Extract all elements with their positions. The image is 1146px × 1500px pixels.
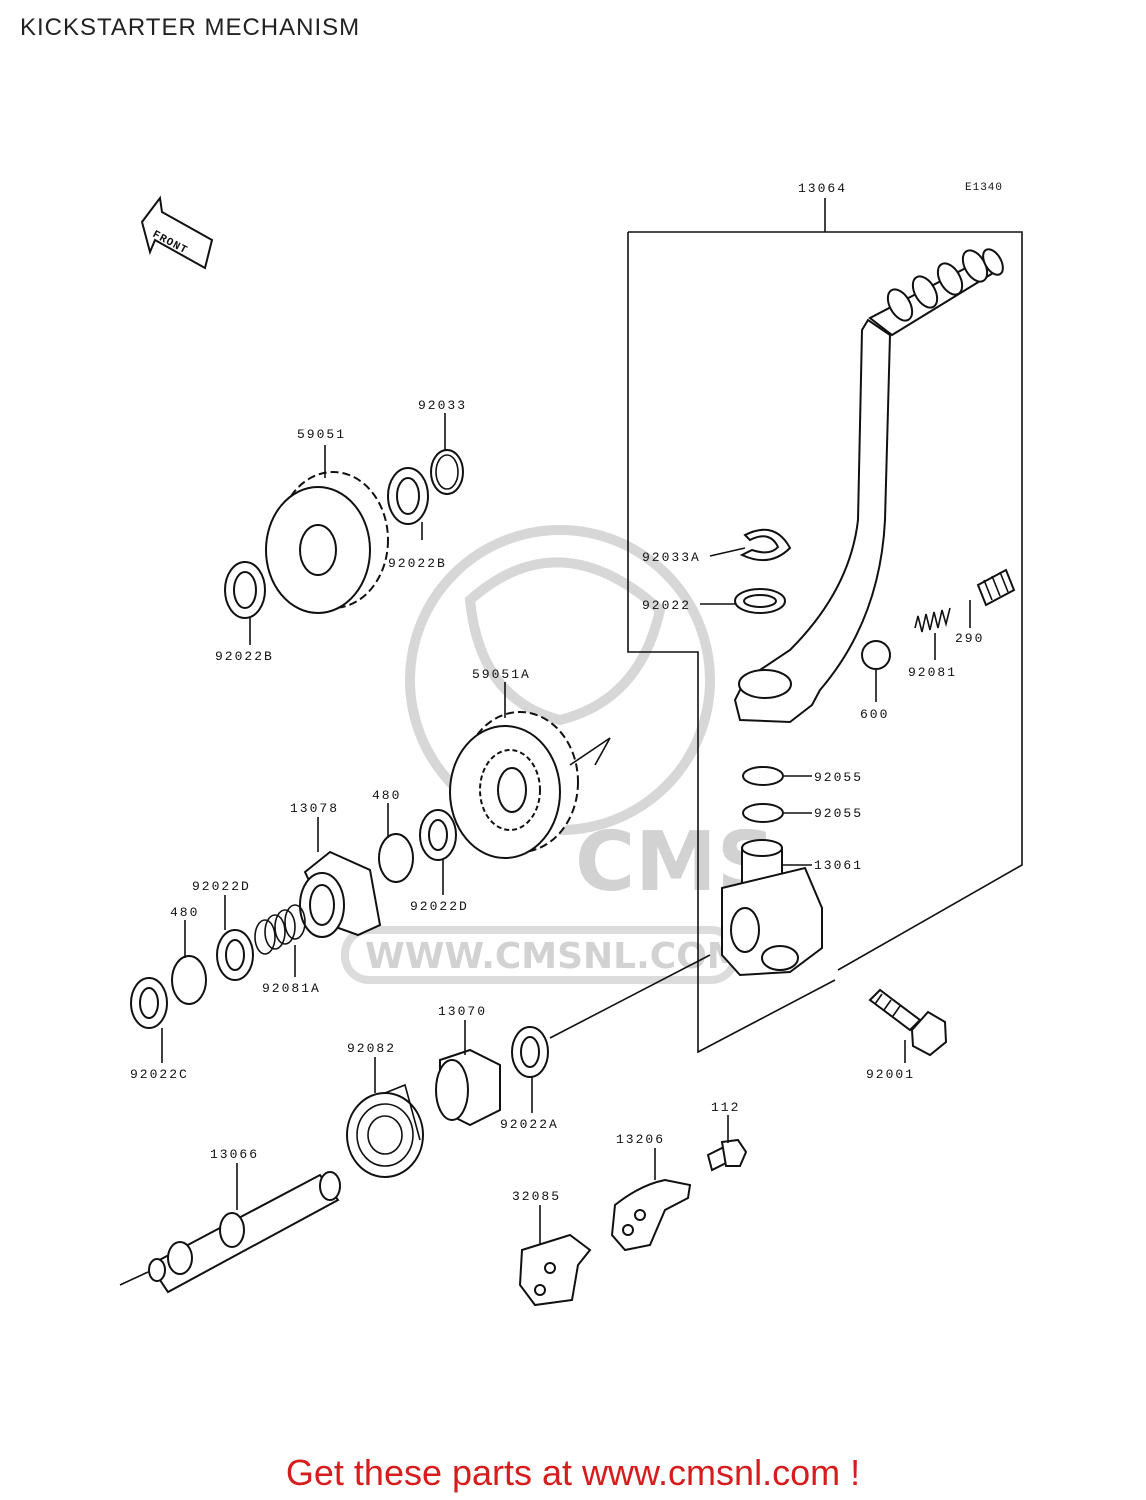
ratchet-13078: [299, 850, 382, 938]
gear-59051: [265, 471, 389, 614]
label-112: 112: [711, 1100, 740, 1115]
label-92033: 92033: [418, 398, 467, 413]
front-arrow-icon: FRONT: [140, 195, 214, 270]
plate-13206: [610, 1178, 692, 1252]
label-92081a: 92081A: [262, 981, 321, 996]
label-92022d-lower: 92022D: [192, 879, 251, 894]
diagram-code: E1340: [965, 182, 1003, 194]
assembly-bracket-13064: [627, 198, 1023, 1054]
bolt-92001: [868, 988, 948, 1057]
circlip-92033a: [739, 528, 792, 562]
washer-92022a: [511, 1026, 549, 1078]
label-32085: 32085: [512, 1189, 561, 1204]
spring-92082: [346, 1083, 424, 1178]
assembly-line-shaft: [549, 954, 711, 1039]
kick-pedal-lever: [733, 248, 1004, 724]
spring-290: [976, 568, 1016, 607]
label-92022c: 92022C: [130, 1067, 189, 1082]
label-13070: 13070: [438, 1004, 487, 1019]
guide-32085: [518, 1233, 592, 1307]
label-13064: 13064: [798, 181, 847, 196]
label-92001: 92001: [866, 1067, 915, 1082]
label-13066: 13066: [210, 1147, 259, 1162]
label-92033a: 92033A: [642, 550, 701, 565]
leader-lines: [161, 413, 971, 1245]
label-13206: 13206: [616, 1132, 665, 1147]
label-480-upper: 480: [372, 788, 401, 803]
promo-footer-link[interactable]: Get these parts at www.cmsnl.com !: [285, 1452, 861, 1493]
label-13078: 13078: [290, 801, 339, 816]
snap-ring-480-lower: [171, 955, 207, 1005]
washer-92022: [734, 588, 786, 614]
kick-shaft-13066: [119, 1171, 341, 1294]
o-ring-92055-upper: [742, 766, 784, 786]
label-290: 290: [955, 631, 984, 646]
label-480-lower: 480: [170, 905, 199, 920]
label-92022: 92022: [642, 598, 691, 613]
label-59051a: 59051A: [472, 667, 531, 682]
washer-92022d-lower: [216, 929, 254, 981]
ball-600: [861, 640, 891, 670]
label-92082: 92082: [347, 1041, 396, 1056]
washer-92022c: [130, 977, 168, 1029]
gear-59051a: [449, 711, 611, 859]
pedal-grip: [886, 248, 1004, 322]
o-ring-92055-lower: [742, 803, 784, 823]
spring-92081: [914, 607, 951, 633]
label-59051: 59051: [297, 427, 346, 442]
label-92022a: 92022A: [500, 1117, 559, 1132]
page-title: KICKSTARTER MECHANISM: [20, 14, 361, 41]
washer-92022b-left: [224, 561, 266, 619]
label-92022b-left: 92022B: [215, 649, 274, 664]
label-92081: 92081: [908, 665, 957, 680]
kick-boss-13061: [721, 839, 823, 977]
spring-92081a: [254, 904, 306, 955]
label-92022d-upper: 92022D: [410, 899, 469, 914]
label-13061: 13061: [814, 858, 863, 873]
label-92055-upper: 92055: [814, 770, 863, 785]
label-92022b-upper: 92022B: [388, 556, 447, 571]
label-600: 600: [860, 707, 889, 722]
bolt-112: [706, 1138, 748, 1172]
watermark-site-text: WWW.CMSNL.COM: [365, 936, 743, 977]
part-labels: 13064 92033 59051 92022B 92022B 92033A 9…: [130, 181, 984, 1204]
snap-ring-92033: [430, 449, 464, 495]
snap-ring-480-upper: [378, 833, 414, 883]
label-92055-lower: 92055: [814, 806, 863, 821]
washer-92022b-upper: [387, 467, 429, 525]
washer-92022d-upper: [419, 809, 457, 861]
collar-13070: [435, 1048, 501, 1127]
